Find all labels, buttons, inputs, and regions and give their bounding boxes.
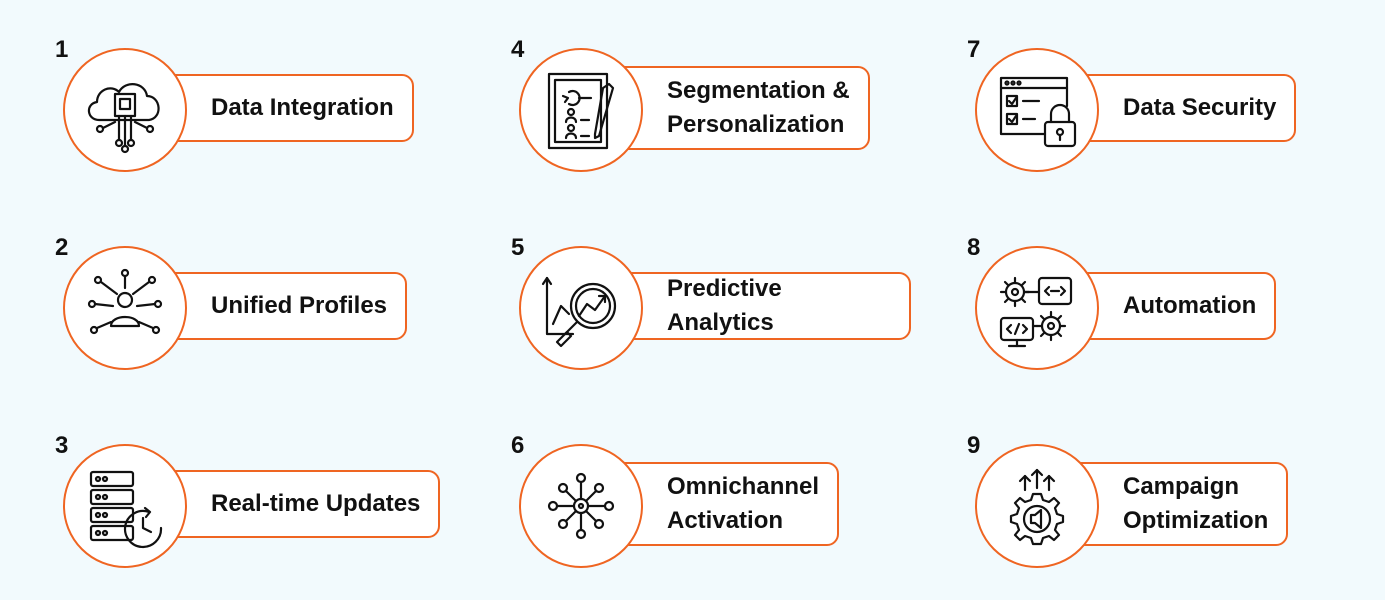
feature-data-integration: 1 Data Integration bbox=[55, 38, 455, 178]
server-clock-icon bbox=[77, 458, 173, 554]
feature-number: 9 bbox=[967, 432, 981, 459]
feature-label: Predictive Analytics bbox=[667, 275, 782, 336]
gears-code-icon bbox=[989, 260, 1085, 356]
feature-number: 5 bbox=[511, 234, 525, 261]
feature-icon-circle bbox=[63, 444, 187, 568]
feature-automation: 8 Automation bbox=[967, 236, 1367, 376]
feature-icon-circle bbox=[975, 48, 1099, 172]
feature-segmentation-personalization: 4 Segmentation & Personalization bbox=[511, 38, 911, 178]
feature-label: Segmentation & Personalization bbox=[667, 77, 850, 138]
feature-omnichannel-activation: 6 Omnichannel Activation bbox=[511, 434, 911, 574]
feature-label: Unified Profiles bbox=[211, 292, 388, 319]
feature-label: Automation bbox=[1123, 292, 1257, 319]
feature-number: 2 bbox=[55, 234, 69, 261]
feature-number: 7 bbox=[967, 36, 981, 63]
clipboard-user-icon bbox=[533, 62, 629, 158]
feature-label: Real-time Updates bbox=[211, 490, 421, 517]
feature-unified-profiles: 2 Unified Profiles bbox=[55, 236, 455, 376]
cloud-chip-icon bbox=[77, 62, 173, 158]
gear-megaphone-icon bbox=[989, 458, 1085, 554]
feature-icon-circle bbox=[63, 246, 187, 370]
feature-icon-circle bbox=[975, 246, 1099, 370]
user-network-icon bbox=[77, 260, 173, 356]
feature-number: 1 bbox=[55, 36, 69, 63]
magnifier-chart-icon bbox=[533, 260, 629, 356]
feature-number: 3 bbox=[55, 432, 69, 459]
feature-number: 8 bbox=[967, 234, 981, 261]
feature-label: Omnichannel Activation bbox=[667, 473, 820, 534]
feature-predictive-analytics: 5 Predictive Analytics bbox=[511, 236, 911, 376]
feature-campaign-optimization: 9 Campaign Optimization bbox=[967, 434, 1367, 574]
browser-lock-icon bbox=[989, 62, 1085, 158]
feature-icon-circle bbox=[63, 48, 187, 172]
feature-icon-circle bbox=[519, 444, 643, 568]
feature-data-security: 7 Data Security bbox=[967, 38, 1367, 178]
feature-label: Campaign Optimization bbox=[1123, 473, 1269, 534]
feature-label: Data Security bbox=[1123, 94, 1277, 121]
feature-icon-circle bbox=[975, 444, 1099, 568]
feature-label: Data Integration bbox=[211, 94, 394, 121]
feature-icon-circle bbox=[519, 246, 643, 370]
hub-network-icon bbox=[533, 458, 629, 554]
feature-number: 4 bbox=[511, 36, 525, 63]
feature-icon-circle bbox=[519, 48, 643, 172]
feature-real-time-updates: 3 Real-time Updates bbox=[55, 434, 455, 574]
feature-number: 6 bbox=[511, 432, 525, 459]
